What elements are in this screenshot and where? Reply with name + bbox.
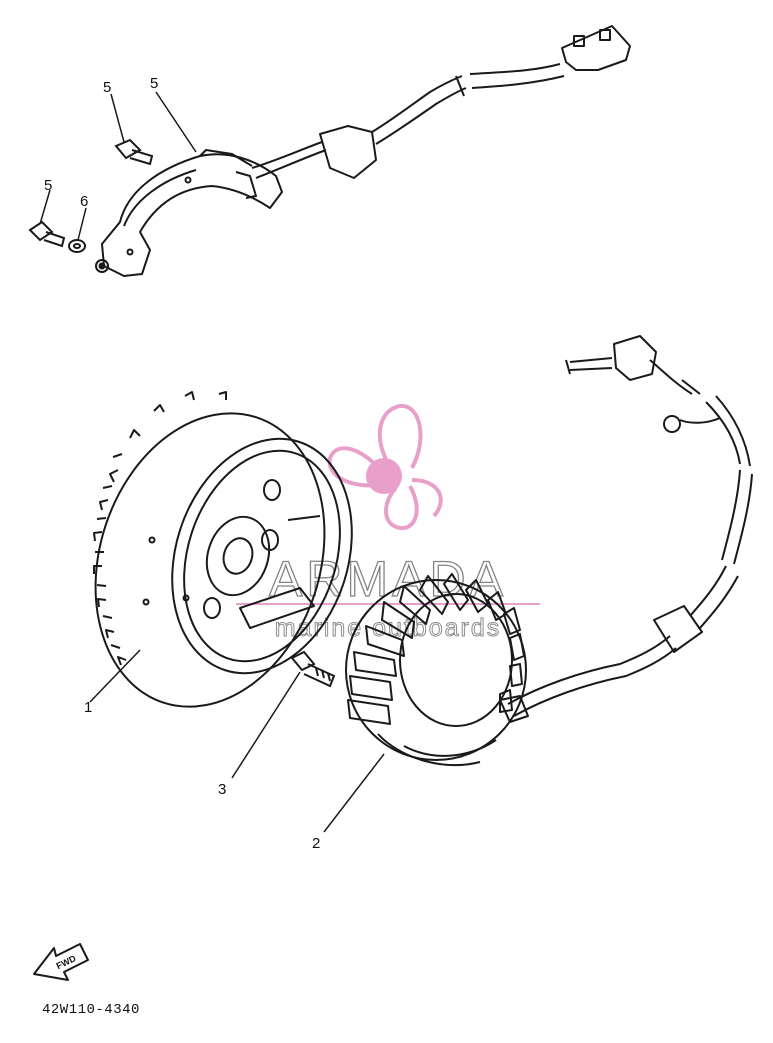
upper-harness xyxy=(251,25,631,179)
watermark-subtitle: marine outboards xyxy=(275,614,502,642)
propeller-logo-icon xyxy=(327,404,443,531)
callout-3: 3 xyxy=(218,781,226,798)
washer-icon xyxy=(68,239,86,253)
callout-5-lower: 5 xyxy=(44,177,52,194)
callout-5-upper: 5 xyxy=(103,79,111,96)
callout-2: 2 xyxy=(312,835,320,852)
screw-lower-icon xyxy=(28,220,66,248)
stator xyxy=(345,573,527,766)
part-code: 42W110-4340 xyxy=(42,1002,140,1018)
leader-lines xyxy=(39,91,385,833)
propeller-hub-icon xyxy=(366,458,402,494)
bolt-icon xyxy=(290,650,336,688)
callout-4: 5 xyxy=(150,75,158,92)
flywheel xyxy=(93,391,353,708)
callout-1: 1 xyxy=(84,699,92,716)
pulser-coil-bracket xyxy=(95,149,283,277)
screw-upper-icon xyxy=(114,138,154,166)
forward-arrow-icon: FWD xyxy=(33,943,89,981)
watermark: ARMADA marine outboards xyxy=(236,404,540,643)
callout-6: 6 xyxy=(80,193,88,210)
stator-harness xyxy=(499,335,753,723)
